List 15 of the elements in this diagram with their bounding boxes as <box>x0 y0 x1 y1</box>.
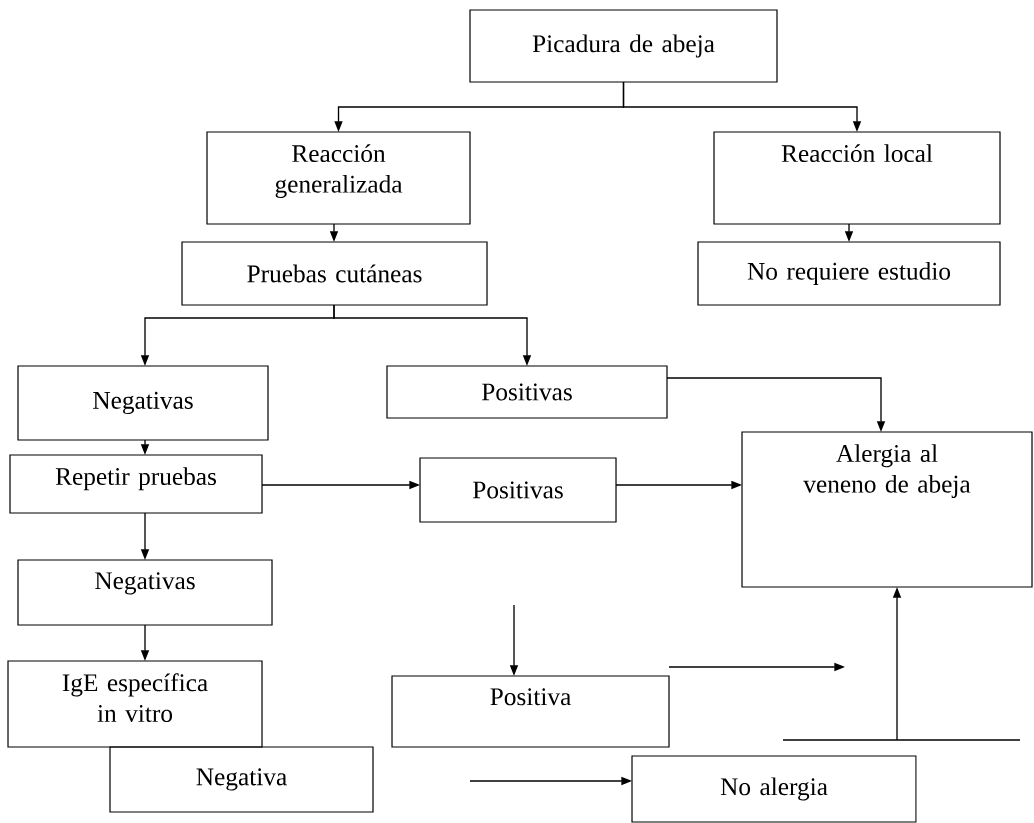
process-box: Picadura de abeja <box>469 9 778 83</box>
process-box: Positiva <box>391 675 670 748</box>
process-box: Reacción generalizada <box>206 131 471 225</box>
process-box: IgE específica in vitro <box>7 660 263 748</box>
process-box: Alergia al veneno de abeja <box>741 431 1033 588</box>
process-box: Reacción local <box>713 131 1001 225</box>
process-box: No alergia <box>631 755 917 823</box>
process-box: Negativas <box>17 559 273 626</box>
process-box: Negativas <box>17 365 269 441</box>
process-box: Positivas <box>419 457 617 523</box>
process-box: Pruebas cutáneas <box>181 241 488 306</box>
process-box: No requiere estudio <box>697 241 1001 306</box>
process-box: Positivas <box>386 365 668 419</box>
process-box: Repetir pruebas <box>9 454 263 514</box>
process-box: Negativa <box>109 746 374 813</box>
